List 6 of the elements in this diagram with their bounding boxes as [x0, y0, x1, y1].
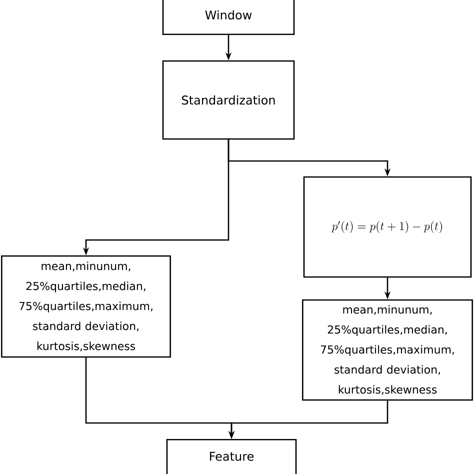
process-box: Standardization [162, 60, 295, 140]
process-box: Feature [166, 439, 297, 474]
process-box: mean,minunum, 25%quartiles,median, 75%quartiles,maximum, standard deviation, kurtosis,skewness [302, 299, 473, 401]
process-box: Window [162, 0, 295, 35]
formula-box: $p'(t)=p(t+1)-p(t)$ [303, 176, 472, 278]
process-box: mean,minunum, 25%quartiles,median, 75%quartiles,maximum, standard deviation, kurtosis,skewness [1, 255, 171, 358]
